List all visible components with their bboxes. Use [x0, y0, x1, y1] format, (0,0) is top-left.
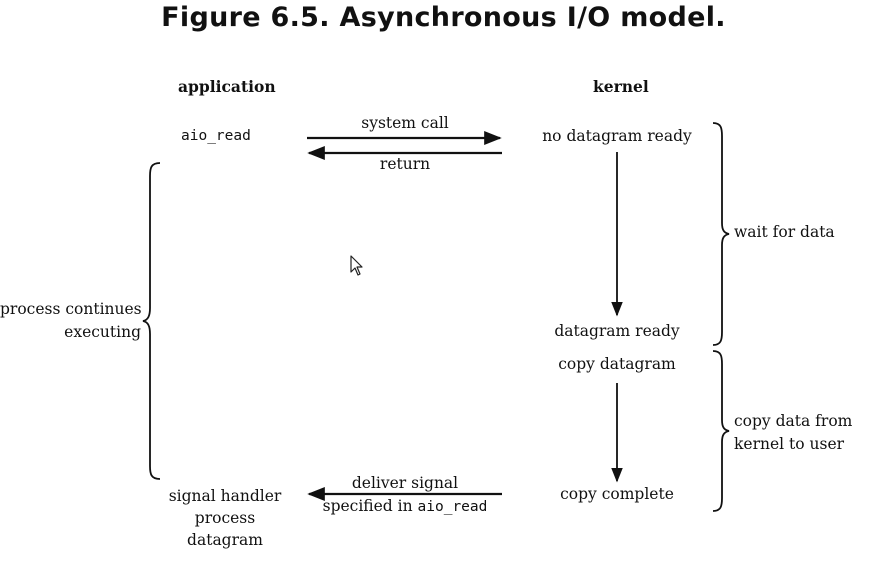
- specified-in-label: specified in aio_read: [322, 497, 488, 515]
- application-column-header: application: [178, 77, 276, 96]
- system-call-label: system call: [361, 114, 449, 132]
- kernel-column-header: kernel: [593, 77, 649, 96]
- aio-read-call: aio_read: [181, 128, 251, 144]
- wait-brace: [712, 122, 730, 346]
- aio-read-code: aio_read: [417, 499, 488, 515]
- copy-complete: copy complete: [560, 485, 674, 503]
- copy-brace: [712, 350, 730, 512]
- copy-datagram: copy datagram: [558, 355, 676, 373]
- mouse-cursor-icon: [350, 255, 363, 276]
- return-label: return: [379, 155, 431, 173]
- copy-data-label: copy data from kernel to user: [734, 412, 853, 453]
- deliver-signal-label: deliver signal: [351, 474, 459, 492]
- wait-for-data-label: wait for data: [734, 223, 835, 241]
- no-datagram-ready: no datagram ready: [542, 127, 692, 145]
- process-brace: [142, 162, 161, 480]
- process-continues-label: process continues executing: [0, 300, 142, 341]
- datagram-ready: datagram ready: [554, 322, 680, 340]
- figure-title: Figure 6.5. Asynchronous I/O model.: [161, 2, 726, 33]
- signal-handler-text: signal handler process datagram: [168, 487, 282, 549]
